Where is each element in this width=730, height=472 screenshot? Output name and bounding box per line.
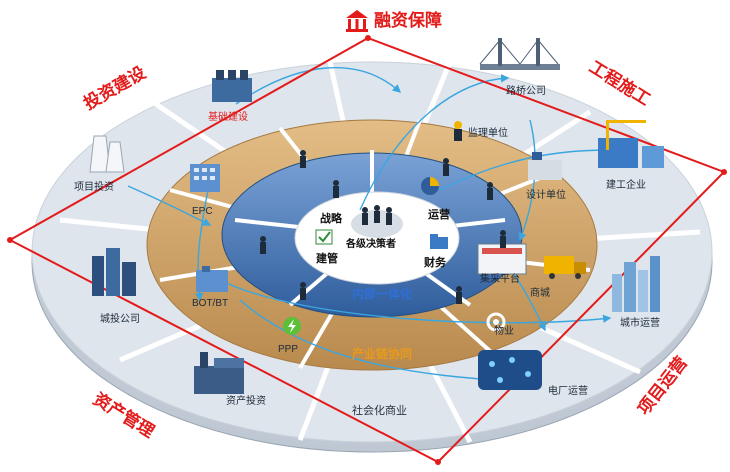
label-project-investment: 项目投资: [74, 180, 114, 193]
center-disc: [294, 191, 460, 285]
label-epc: EPC: [192, 206, 213, 217]
label-urban-investment: 城投公司: [100, 312, 140, 325]
label-bot: BOT/BT: [192, 298, 228, 309]
office-tower-icon: [92, 248, 136, 296]
factory-icon: [194, 352, 244, 394]
label-construction-company: 建工企业: [606, 178, 646, 191]
label-internal-integration: 内部一体化: [352, 286, 412, 301]
design-desk-icon: [528, 152, 562, 180]
label-social-commerce: 社会化商业: [352, 403, 407, 417]
power-plant-icon: [478, 350, 542, 390]
label-supervision: 监理单位: [468, 126, 508, 139]
label-trade-platform: 集采平台: [480, 272, 520, 285]
epc-building-icon: [190, 164, 220, 192]
label-industry-chain: 产业链协同: [352, 346, 412, 361]
label-asset-investment: 资产投资: [226, 394, 266, 407]
city-skyline-icon: [612, 256, 660, 312]
label-strategy: 战略: [320, 211, 343, 225]
bot-building-icon: [196, 266, 228, 292]
trade-platform-icon: [477, 243, 527, 275]
label-power-plant: 电厂运营: [548, 384, 588, 397]
label-city-operation: 城市运营: [620, 316, 660, 329]
corner-investment: 投资建设: [80, 62, 149, 113]
bridge-icon: [479, 38, 560, 70]
label-decision-makers: 各级决策者: [345, 237, 396, 250]
ppp-icon: [283, 317, 301, 335]
infrastructure-icon: [212, 70, 252, 102]
cooling-tower-icon: [89, 135, 125, 173]
decision-makers-icon: [362, 205, 392, 225]
pie-chart-icon: [421, 177, 439, 195]
property-icon: [486, 312, 506, 332]
truck-icon: [544, 256, 586, 279]
red-diamond: [7, 35, 727, 465]
bank-icon: [346, 10, 368, 32]
corner-engineering: 工程施工: [586, 56, 654, 109]
label-construction-mgmt: 建管: [316, 251, 338, 265]
label-property: 物业: [494, 324, 514, 337]
label-mall: 商城: [530, 286, 550, 299]
folder-icon: [430, 234, 448, 249]
corner-financing: 融资保障: [374, 10, 442, 30]
checklist-icon: [315, 229, 333, 245]
label-infrastructure: 基础建设: [208, 110, 248, 123]
supervision-icon: [454, 121, 462, 141]
label-design: 设计单位: [526, 188, 566, 201]
label-ppp: PPP: [278, 344, 298, 355]
construction-site-icon: [598, 120, 664, 168]
label-road-bridge: 路桥公司: [506, 84, 546, 97]
label-operation: 运营: [428, 207, 450, 221]
people-icons: [260, 150, 506, 304]
label-finance: 财务: [423, 255, 447, 269]
